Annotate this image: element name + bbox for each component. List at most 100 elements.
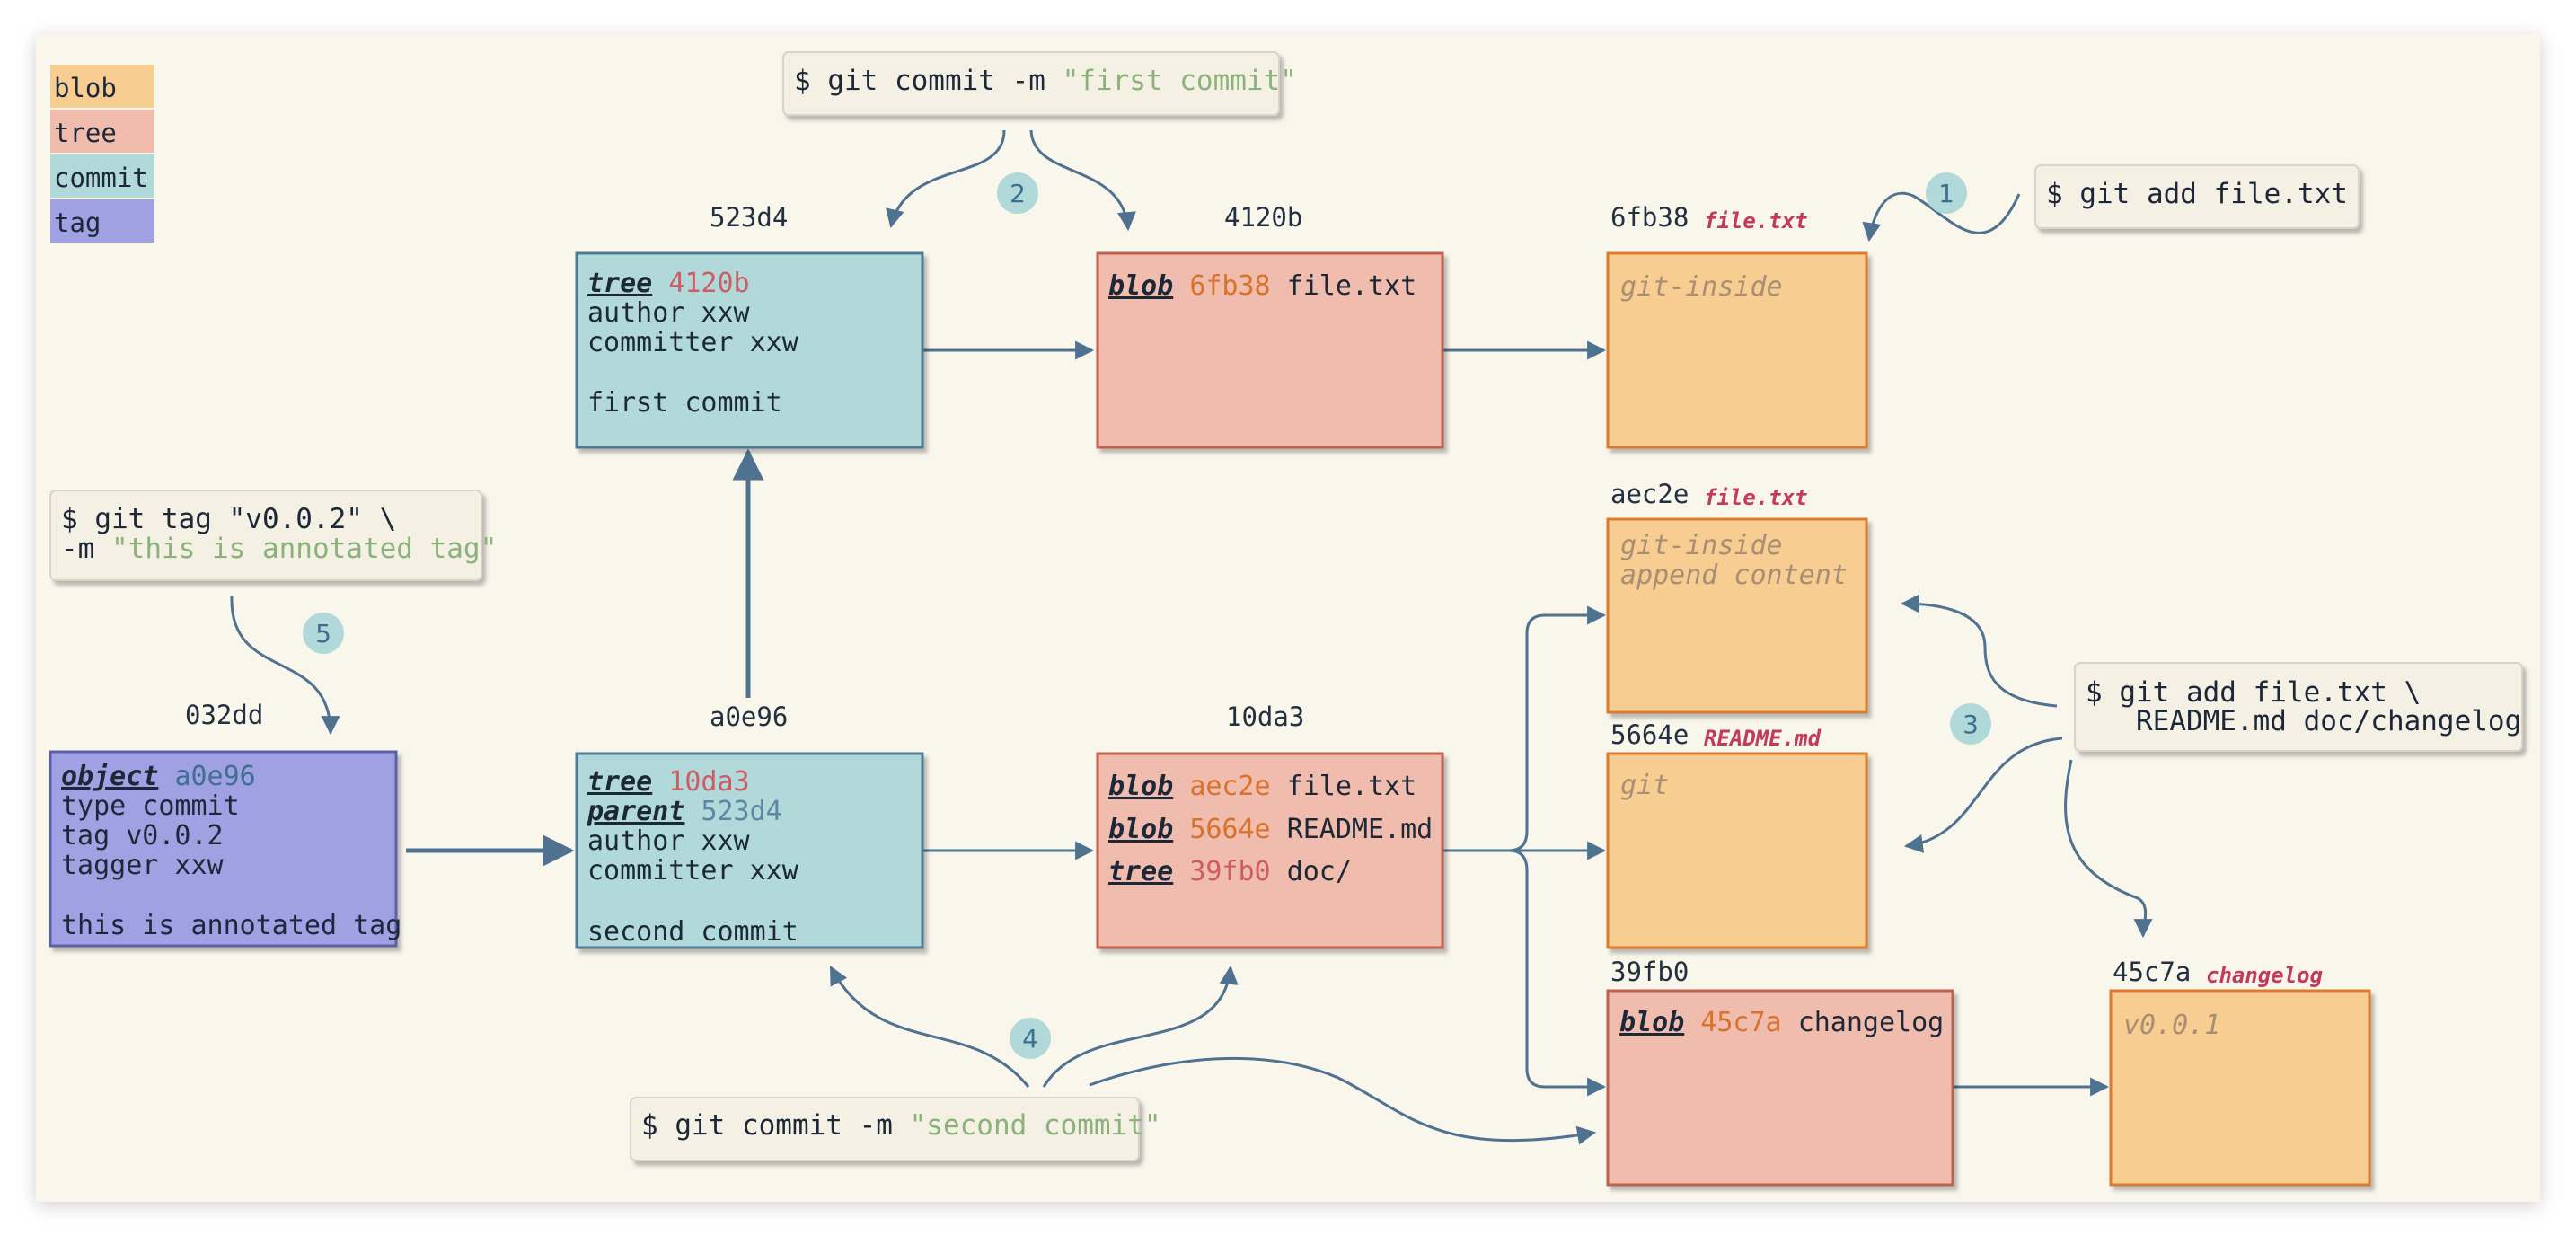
filename-blob4: changelog xyxy=(2206,963,2323,988)
tree1-entry: blob 6fb38 file.txt xyxy=(1108,270,1416,302)
curve-first-commit-to-tree1 xyxy=(1029,129,1136,232)
tree1-box xyxy=(1096,251,1444,449)
blob-object-45c7a: v0.0.1 xyxy=(2109,989,2371,1187)
arrow-tree2-tree3 xyxy=(1508,849,1607,1097)
step-badge-5-circle xyxy=(303,613,344,654)
tag-object-032dd: object a0e96 type commit tag v0.0.2 tagg… xyxy=(49,750,401,948)
commit2-box xyxy=(575,752,924,949)
label-commit1: 523d4 xyxy=(710,202,788,233)
legend-label-blob: blob xyxy=(54,73,117,103)
commit2-line-author: author xxw xyxy=(587,825,751,857)
tree3-entry: blob 45c7a changelog xyxy=(1619,1007,1944,1038)
step-badge-4: 4 xyxy=(1010,1018,1051,1059)
cmd-add-file: $ git add file.txt xyxy=(2034,164,2360,229)
curve-add-to-blob2 xyxy=(1900,594,2058,708)
cmd-add-many-line2: README.md doc/changelog xyxy=(2086,705,2521,737)
tree2-entry-3: tree 39fb0 doc/ xyxy=(1108,856,1352,887)
label-blob1: 6fb38 xyxy=(1610,202,1689,233)
cmd-add-many-line1: $ git add file.txt \ xyxy=(2086,676,2421,709)
blob1-content: git-inside xyxy=(1620,271,1783,303)
step-badge-2-circle xyxy=(997,172,1038,214)
arrow-tree2-blob2 xyxy=(1508,605,1607,852)
legend-label-tag: tag xyxy=(54,207,101,238)
curve-add-to-blob3 xyxy=(1903,737,2063,853)
curve-add-to-blob4 xyxy=(2064,759,2153,939)
step-badge-3-circle xyxy=(1950,703,1991,745)
step-badge-5-number: 5 xyxy=(315,619,331,648)
tree-object-39fb0: blob 45c7a changelog xyxy=(1606,989,1954,1187)
commit-object-523d4: tree 4120b author xxw committer xxw firs… xyxy=(575,251,924,449)
commit-object-a0e96: tree 10da3 parent 523d4 author xxw commi… xyxy=(575,752,924,949)
cmd-tag-box xyxy=(49,490,482,581)
cmd-add-file-box xyxy=(2034,164,2360,229)
curve-second-commit-to-tree2 xyxy=(1042,965,1239,1088)
step-badge-4-circle xyxy=(1010,1018,1051,1059)
legend-swatch-blob xyxy=(50,65,154,108)
commit1-line-committer: committer xxw xyxy=(587,327,799,358)
step-badge-1-circle xyxy=(1926,172,1967,214)
tree3-box xyxy=(1606,989,1954,1187)
cmd-tag-line1: $ git tag "v0.0.2" \ xyxy=(61,503,396,535)
filename-blob3: README.md xyxy=(1704,726,1822,751)
cmd-add-many-box xyxy=(2074,662,2523,752)
blob2-content-line2: append content xyxy=(1620,560,1848,591)
step-badge-1: 1 xyxy=(1926,172,1967,214)
cmd-first-commit-text: $ git commit -m "first commit" xyxy=(794,65,1297,97)
legend-item-commit: commit xyxy=(50,154,154,198)
curve-second-commit-to-tree3 xyxy=(1089,1056,1597,1145)
tag-box xyxy=(49,750,398,948)
commit1-box xyxy=(575,251,924,449)
tag-line-tagger: tagger xxw xyxy=(61,850,225,881)
blob4-content: v0.0.1 xyxy=(2123,1010,2220,1041)
cmd-second-commit: $ git commit -m "second commit" xyxy=(630,1097,1161,1161)
curve-add-file-to-blob1 xyxy=(1862,191,2021,243)
label-blob2: aec2e xyxy=(1610,479,1689,509)
label-tree2: 10da3 xyxy=(1226,701,1304,732)
blob-object-aec2e: git-inside append content xyxy=(1606,517,1868,714)
commit2-line-parent: parent 523d4 xyxy=(587,796,782,827)
tag-line-object: object a0e96 xyxy=(61,761,256,792)
cmd-second-commit-box xyxy=(630,1097,1140,1161)
tag-line-type: type commit xyxy=(61,790,240,822)
tag-line-tag: tag v0.0.2 xyxy=(61,820,224,851)
cmd-first-commit-box xyxy=(782,51,1280,116)
label-tree1: 4120b xyxy=(1224,202,1302,233)
cmd-tag-line2: -m "this is annotated tag" xyxy=(61,533,497,565)
step-badge-5: 5 xyxy=(303,613,344,654)
step-badge-4-number: 4 xyxy=(1022,1024,1038,1054)
tree2-box xyxy=(1096,752,1444,949)
commit2-line-message: second commit xyxy=(587,916,798,948)
commit2-line-tree: tree 10da3 xyxy=(587,766,750,798)
legend-swatch-tree xyxy=(50,110,154,153)
step-badge-3: 3 xyxy=(1950,703,1991,745)
step-badge-2-number: 2 xyxy=(1010,179,1026,208)
blob2-content-line1: git-inside xyxy=(1620,530,1783,561)
label-commit2: a0e96 xyxy=(710,701,788,732)
blob1-box xyxy=(1606,251,1868,449)
legend-item-tree: tree xyxy=(50,110,154,153)
step-badge-3-number: 3 xyxy=(1963,710,1979,739)
commit1-line-tree: tree 4120b xyxy=(587,268,750,299)
blob-object-5664e: git xyxy=(1606,752,1868,949)
commit1-line-author: author xxw xyxy=(587,297,751,329)
connectors xyxy=(230,129,2153,1145)
commit2-line-committer: committer xxw xyxy=(587,855,799,887)
blob-object-6fb38: git-inside xyxy=(1606,251,1868,449)
label-tag1: 032dd xyxy=(185,700,263,730)
filename-blob1: file.txt xyxy=(1704,208,1808,234)
legend-label-commit: commit xyxy=(54,163,148,193)
blob4-box xyxy=(2109,989,2371,1187)
legend-swatch-tag xyxy=(50,199,154,243)
legend-item-blob: blob xyxy=(50,65,154,108)
blob2-box xyxy=(1606,517,1868,714)
cmd-tag: $ git tag "v0.0.2" \ -m "this is annotat… xyxy=(49,490,497,581)
tree2-entry-1: blob aec2e file.txt xyxy=(1108,771,1416,802)
label-tree3: 39fb0 xyxy=(1610,957,1689,987)
blob3-content: git xyxy=(1620,770,1669,801)
cmd-add-file-text: $ git add file.txt xyxy=(2046,178,2348,210)
legend-swatch-commit xyxy=(50,154,154,198)
legend-item-tag: tag xyxy=(50,199,154,243)
cmd-add-many: $ git add file.txt \ README.md doc/chang… xyxy=(2074,662,2523,752)
